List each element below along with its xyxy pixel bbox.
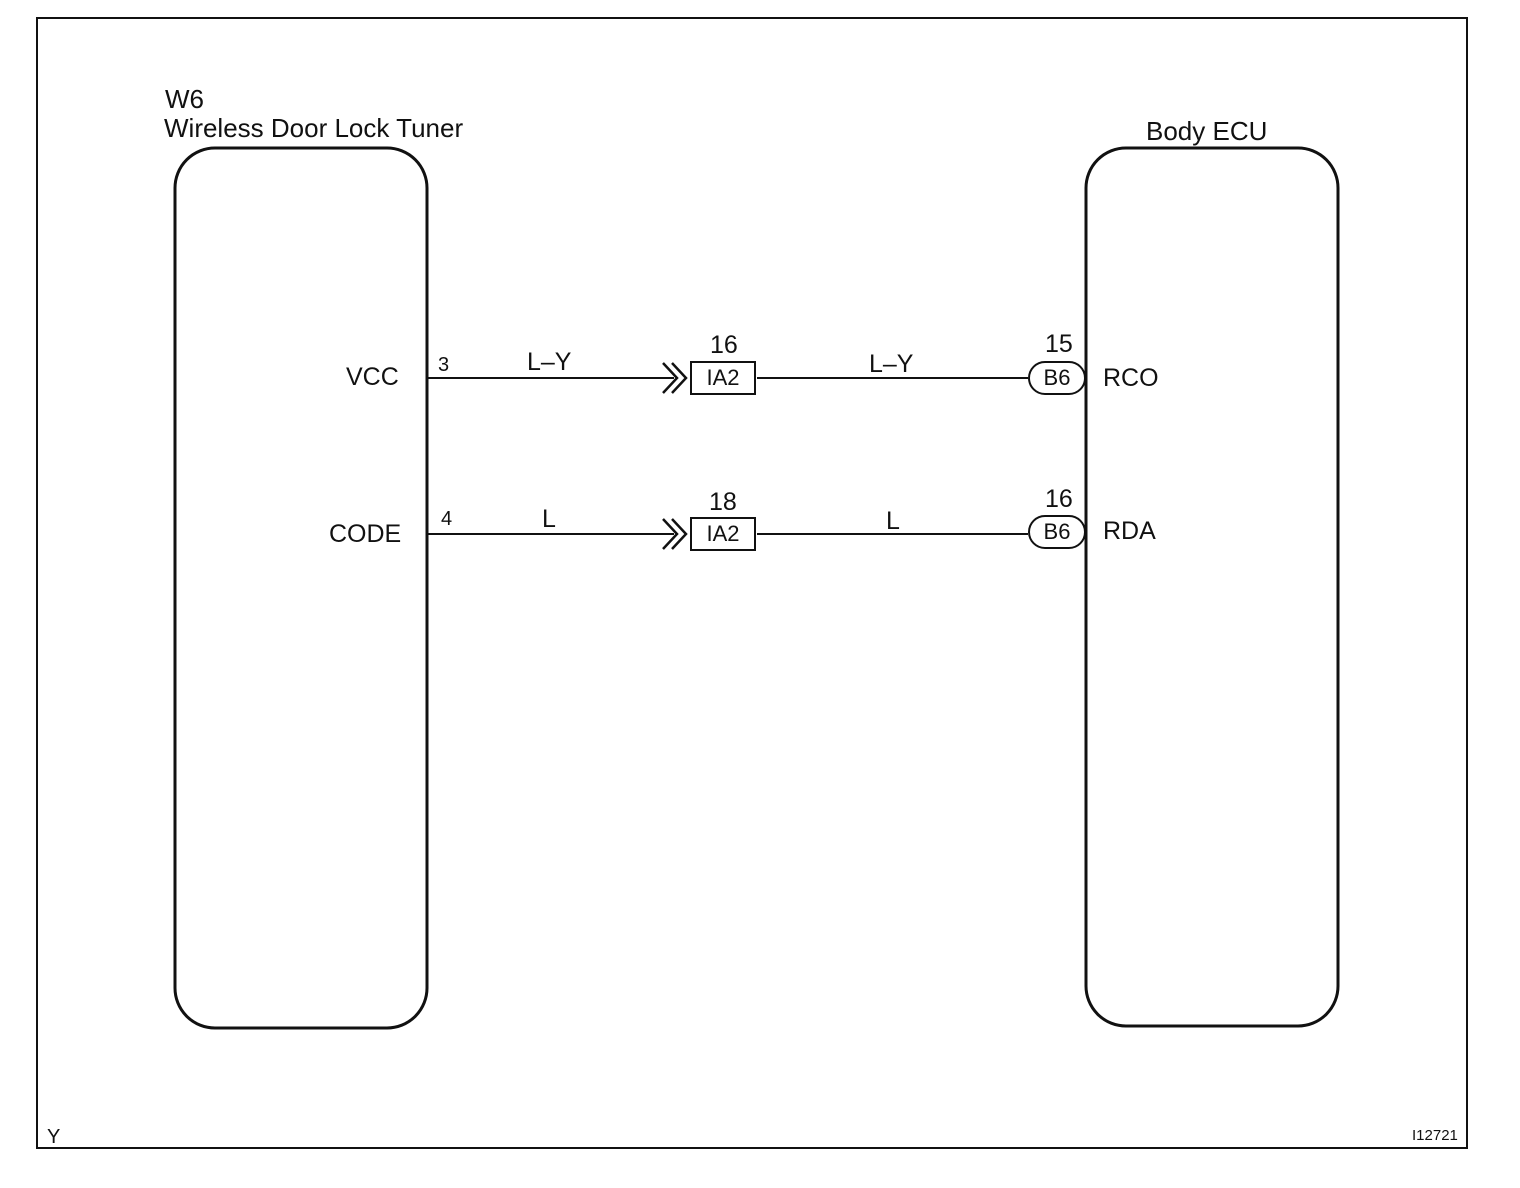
ecu-pin-label-rda: RDA: [1103, 517, 1156, 545]
right-component-name: Body ECU: [1146, 116, 1268, 146]
pin-label-code: CODE: [329, 520, 402, 548]
junction-pin-number: 18: [709, 488, 737, 516]
wire-color-label: L–Y: [869, 350, 914, 378]
wire-color-label: L: [542, 505, 556, 533]
connector-arrow-2a: [662, 518, 679, 550]
junction-pin-number: 16: [710, 331, 738, 359]
junction-connector-ia2: IA2: [690, 361, 756, 395]
pin-number-4: 4: [441, 508, 453, 530]
wire-color-label: L–Y: [527, 348, 572, 376]
diagram-frame: [36, 17, 1468, 1149]
connector-arrow-1a: [662, 362, 679, 394]
ecu-pin-number-15: 15: [1045, 330, 1073, 358]
left-component-code: W6: [165, 84, 204, 114]
connector-arrow-2b: [671, 518, 688, 550]
ecu-connector-b6: B6: [1028, 515, 1086, 549]
left-component-name: Wireless Door Lock Tuner: [164, 113, 464, 143]
ecu-connector-b6: B6: [1028, 361, 1086, 395]
junction-connector-ia2: IA2: [690, 517, 756, 551]
footer-left-code: Y: [47, 1126, 61, 1148]
figure-id: I12721: [1412, 1127, 1458, 1144]
pin-label-vcc: VCC: [346, 363, 399, 391]
ecu-pin-label-rco: RCO: [1103, 364, 1159, 392]
ecu-pin-number-16: 16: [1045, 485, 1073, 513]
wireless-door-lock-tuner-body: [173, 146, 429, 1030]
body-ecu-body: [1084, 146, 1340, 1028]
connector-arrow-1b: [671, 362, 688, 394]
wire-color-label: L: [886, 507, 900, 535]
pin-number-3: 3: [438, 354, 450, 376]
